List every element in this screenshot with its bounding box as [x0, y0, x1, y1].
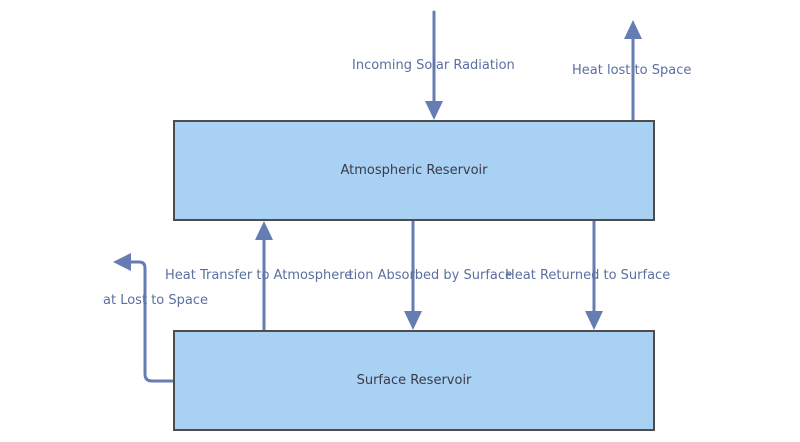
arrowhead-returned — [585, 311, 603, 330]
absorbed-label: Radiation Absorbed by Surface — [349, 268, 511, 283]
surface-reservoir-label: Surface Reservoir — [356, 373, 472, 388]
arrow-heat-lost-side — [122, 260, 175, 383]
heat-returned-label: Heat Returned to Surface — [505, 268, 671, 283]
arrowhead-incoming-solar — [425, 101, 443, 120]
arrowhead-heat-transfer — [255, 221, 273, 240]
arrowhead-heat-lost-top — [624, 20, 642, 39]
surface-reservoir-box: Surface Reservoir — [173, 330, 655, 431]
heat-lost-side-label-clip: Heat Lost to Space — [102, 293, 212, 311]
arrowhead-heat-lost-side — [113, 253, 131, 271]
incoming-solar-label: Incoming Solar Radiation — [352, 58, 515, 73]
absorbed-label-clip: Radiation Absorbed by Surface — [349, 268, 511, 286]
atmospheric-reservoir-label: Atmospheric Reservoir — [340, 163, 488, 178]
atmospheric-reservoir-box: Atmospheric Reservoir — [173, 120, 655, 221]
heat-transfer-label: Heat Transfer to Atmosphere — [165, 268, 353, 283]
arrowhead-absorbed — [404, 311, 422, 330]
heat-lost-top-label: Heat lost to Space — [572, 63, 692, 78]
heat-lost-side-label: Heat Lost to Space — [102, 293, 208, 308]
